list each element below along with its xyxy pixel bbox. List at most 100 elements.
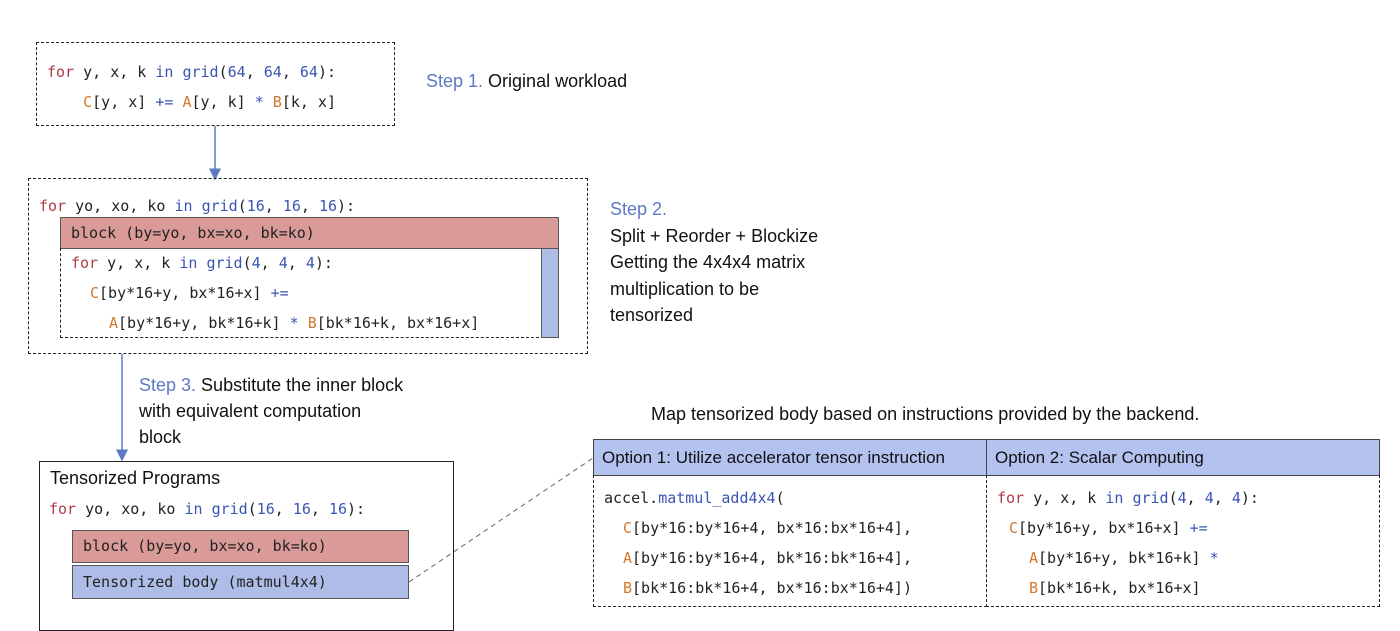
code-line: A[by*16+y, bk*16+k] * B[bk*16+k, bx*16+x…: [109, 308, 479, 338]
step2-code-box: for yo, xo, ko in grid(16, 16, 16): bloc…: [28, 178, 588, 354]
option2-header: Option 2: Scalar Computing: [986, 439, 1380, 476]
code-text: ):: [314, 254, 333, 272]
code-text: [bk*16:bk*16+4, bx*16:bx*16+4]): [632, 579, 912, 597]
code-line: for y, x, k in grid(4, 4, 4):: [71, 248, 333, 278]
code-text: yo, xo, ko: [66, 197, 175, 215]
map-title: Map tensorized body based on instruction…: [651, 404, 1200, 424]
code-text: ,: [260, 254, 279, 272]
step-number: Step 3.: [139, 375, 197, 395]
keyword: in: [184, 500, 203, 518]
code-text: (: [242, 254, 252, 272]
code-text: ):: [347, 500, 366, 518]
code-line: A[by*16:by*16+4, bk*16:bk*16+4],: [623, 543, 912, 573]
inner-block-box: for y, x, k in grid(4, 4, 4): C[by*16+y,…: [60, 248, 559, 338]
number: 16: [246, 197, 265, 215]
function-name: grid: [1132, 489, 1169, 507]
code-text: [by*16+y, bx*16+x]: [1018, 519, 1190, 537]
tensorized-title: Tensorized Programs: [50, 468, 221, 488]
keyword: in: [1105, 489, 1124, 507]
function-name: grid: [182, 63, 219, 81]
keyword: for: [49, 500, 77, 518]
function-name: grid: [211, 500, 248, 518]
code-text: [193, 197, 202, 215]
code-text: ):: [1240, 489, 1259, 507]
array-name: B: [272, 93, 282, 111]
step-number: Step 1.: [426, 71, 484, 91]
code-line: B[bk*16:bk*16+4, bx*16:bx*16+4]): [623, 573, 912, 603]
code-text: [264, 93, 273, 111]
code-text: y, x, k: [1024, 489, 1106, 507]
number: 4: [305, 254, 315, 272]
keyword: in: [179, 254, 198, 272]
number: 16: [256, 500, 275, 518]
code-line: C[by*16:by*16+4, bx*16:bx*16+4],: [623, 513, 912, 543]
array-name: C: [623, 519, 633, 537]
code-text: [bk*16+k, bx*16+x]: [316, 314, 480, 332]
code-text: (: [775, 489, 785, 507]
tensorized-body-bar: Tensorized body (matmul4x4): [72, 565, 409, 599]
number: 4: [1204, 489, 1214, 507]
number: 4: [1177, 489, 1187, 507]
step-description-line: multiplication to be: [610, 278, 760, 299]
code-text: (: [218, 63, 228, 81]
operator: *: [1209, 549, 1219, 567]
keyword: for: [997, 489, 1025, 507]
code-text: (: [237, 197, 247, 215]
code-text: ,: [310, 500, 329, 518]
block-bar: block (by=yo, bx=xo, bk=ko): [60, 217, 559, 249]
code-line: accel.matmul_add4x4(: [604, 483, 785, 513]
array-name: C: [1009, 519, 1019, 537]
code-text: (: [247, 500, 257, 518]
number: 4: [251, 254, 261, 272]
step1-code-box: for y, x, k in grid(64, 64, 64): C[y, x]…: [36, 42, 395, 126]
function-name: matmul_add4x4: [658, 489, 776, 507]
step-description-line: Split + Reorder + Blockize: [610, 225, 819, 246]
step-description-line: block: [139, 427, 182, 447]
operator: *: [254, 93, 264, 111]
mapping-dashed-line: [408, 457, 594, 583]
code-line: for y, x, k in grid(4, 4, 4):: [997, 483, 1259, 513]
code-text: [by*16:by*16+4, bk*16:bk*16+4],: [632, 549, 912, 567]
number: 4: [278, 254, 288, 272]
code-text: [bk*16+k, bx*16+x]: [1038, 579, 1201, 597]
number: 64: [227, 63, 246, 81]
code-line: for y, x, k in grid(64, 64, 64):: [47, 57, 336, 87]
array-name: C: [90, 284, 100, 302]
number: 16: [292, 500, 311, 518]
code-line: C[by*16+y, bx*16+x] +=: [90, 278, 289, 308]
code-text: ):: [337, 197, 356, 215]
code-indent: [47, 93, 83, 111]
code-text: [by*16:by*16+4, bx*16:bx*16+4],: [632, 519, 912, 537]
code-line: C[y, x] += A[y, k] * B[k, x]: [47, 87, 336, 117]
code-text: [k, x]: [281, 93, 336, 111]
code-text: [by*16+y, bk*16+k]: [118, 314, 290, 332]
array-name: C: [83, 93, 93, 111]
step1-label: Step 1. Original workload: [426, 71, 627, 92]
code-text: [by*16+y, bk*16+k]: [1038, 549, 1210, 567]
number: 4: [1231, 489, 1241, 507]
block-bar: block (by=yo, bx=xo, bk=ko): [72, 530, 409, 563]
array-name: B: [623, 579, 633, 597]
keyword: in: [155, 63, 174, 81]
number: 16: [328, 500, 348, 518]
code-text: ,: [281, 63, 300, 81]
code-text: ,: [245, 63, 264, 81]
code-text: ,: [1186, 489, 1205, 507]
code-text: ,: [264, 197, 283, 215]
code-text: [299, 314, 308, 332]
number: 64: [299, 63, 318, 81]
function-name: grid: [201, 197, 238, 215]
operator: +=: [1189, 519, 1208, 537]
code-text: y, x, k: [98, 254, 180, 272]
step-description-line: Getting the 4x4x4 matrix: [610, 252, 806, 272]
step2-label: Step 2. Split + Reorder + Blockize Getti…: [610, 196, 818, 329]
number: 16: [282, 197, 301, 215]
array-name: B: [1029, 579, 1039, 597]
code-text: ,: [287, 254, 306, 272]
operator: *: [289, 314, 299, 332]
operator: +=: [270, 284, 289, 302]
code-line: B[bk*16+k, bx*16+x]: [1029, 573, 1201, 603]
code-line: A[by*16+y, bk*16+k] *: [1029, 543, 1219, 573]
options-table: Option 1: Utilize accelerator tensor ins…: [593, 439, 1380, 607]
